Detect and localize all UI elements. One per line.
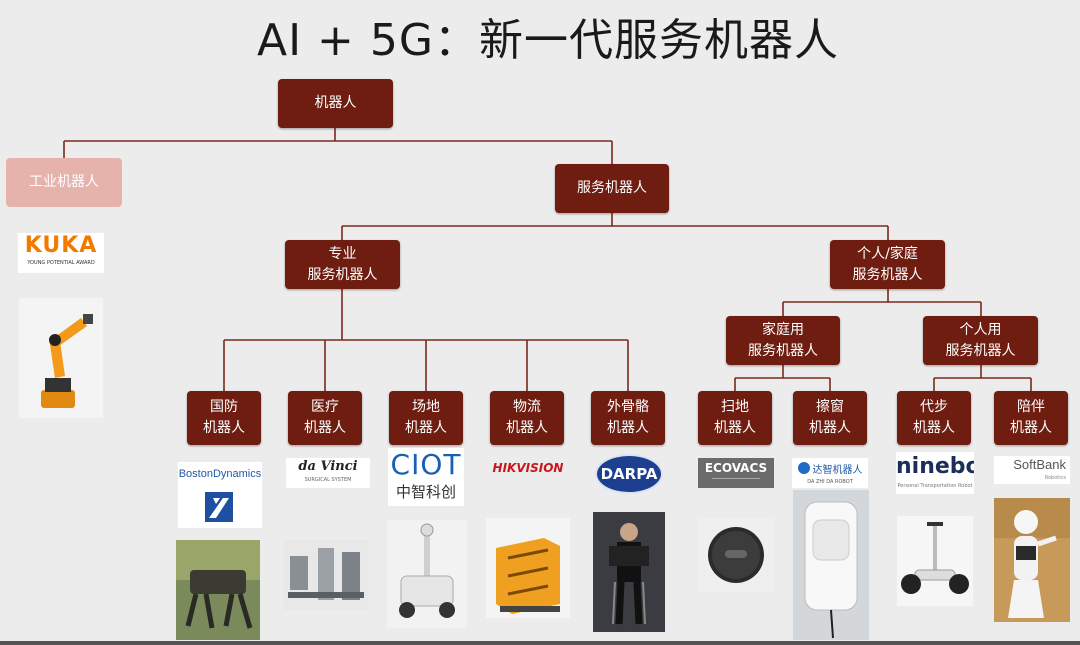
node-window-cleaning-robot: 擦窗 机器人 [793, 391, 867, 445]
window-robot-photo [793, 490, 869, 640]
da-vinci-logo: da Vinci SURGICAL SYSTEM [286, 458, 370, 488]
node-personal-use-service: 个人用 服务机器人 [923, 316, 1038, 365]
node-companion-robot: 陪伴 机器人 [994, 391, 1068, 445]
exoskeleton-suit-photo [593, 512, 665, 632]
node-home-use-service: 家庭用 服务机器人 [726, 316, 840, 365]
node-medical-robot: 医疗 机器人 [288, 391, 362, 445]
self-balancing-scooter-photo [897, 516, 973, 606]
ninebot-logo: ninebot Personal Transportation Robot [896, 452, 974, 494]
bottom-edge-bar [0, 641, 1080, 645]
kuka-logo: KUKA YOUNG POTENTIAL AWARD [18, 233, 104, 273]
darpa-logo: DARPA [593, 450, 665, 498]
patrol-robot-photo [387, 520, 467, 628]
ciot-logo: CIOT 中智科创 [388, 448, 464, 506]
softbank-logo: SoftBank Robotics [994, 456, 1070, 484]
node-logistics-robot: 物流 机器人 [490, 391, 564, 445]
surgical-robot-photo [284, 540, 368, 610]
logistics-shelf-photo [486, 518, 570, 618]
page-title: AI + 5G：新一代服务机器人 [256, 15, 839, 66]
node-service-robot: 服务机器人 [555, 164, 669, 213]
industrial-arm-photo [19, 298, 103, 418]
boston-dynamics-logo: BostonDynamics [178, 462, 262, 528]
robot-vacuum-photo [699, 518, 773, 592]
node-mobility-robot: 代步 机器人 [897, 391, 971, 445]
hikvision-logo: HIKVISION [492, 461, 564, 475]
dazhi-robot-logo: 达智机器人 DA ZHI DA ROBOT [792, 458, 868, 488]
node-exoskeleton-robot: 外骨骼 机器人 [591, 391, 665, 445]
node-defense-robot: 国防 机器人 [187, 391, 261, 445]
node-professional-service: 专业 服务机器人 [285, 240, 400, 289]
node-personal-home-service: 个人/家庭 服务机器人 [830, 240, 945, 289]
node-robot: 机器人 [278, 79, 393, 128]
dazhi-mark-icon [797, 462, 810, 474]
big-dog-robot-photo [176, 540, 260, 640]
boston-dynamics-mark-icon [205, 492, 233, 522]
node-venue-robot: 场地 机器人 [389, 391, 463, 445]
node-sweeping-robot: 扫地 机器人 [698, 391, 772, 445]
pepper-robot-photo [994, 498, 1070, 622]
node-industrial-robot: 工业机器人 [6, 158, 122, 207]
ecovacs-logo: ECOVACS [698, 458, 774, 488]
